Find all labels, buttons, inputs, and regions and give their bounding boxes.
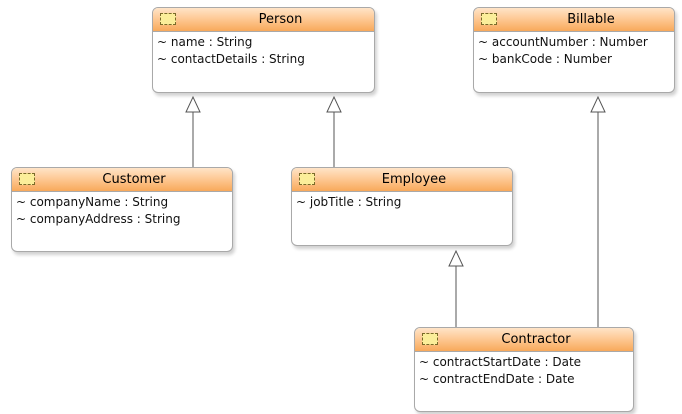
attribute: ~ jobTitle : String: [296, 195, 402, 209]
class-header: Employee: [292, 168, 512, 192]
attribute: ~ name : String: [157, 35, 253, 49]
class-icon: [299, 173, 315, 185]
attribute: ~ contractStartDate : Date: [419, 355, 582, 369]
class-contractor[interactable]: Contractor ~ contractStartDate : Date ~ …: [414, 327, 634, 412]
class-icon: [481, 13, 497, 25]
attribute-list: ~ jobTitle : String: [292, 192, 512, 211]
class-billable[interactable]: Billable ~ accountNumber : Number ~ bank…: [473, 7, 675, 93]
generalization-customer-person: [185, 95, 201, 167]
class-header: Person: [153, 8, 374, 32]
attribute-list: ~ accountNumber : Number ~ bankCode : Nu…: [474, 32, 674, 68]
attribute-list: ~ contractStartDate : Date ~ contractEnd…: [415, 352, 633, 388]
attribute: ~ companyAddress : String: [16, 212, 181, 226]
attribute: ~ accountNumber : Number: [478, 35, 648, 49]
class-name: Person: [258, 12, 303, 27]
attribute-list: ~ companyName : String ~ companyAddress …: [12, 192, 232, 228]
class-icon: [19, 173, 35, 185]
class-header: Customer: [12, 168, 232, 192]
attribute: ~ bankCode : Number: [478, 52, 612, 66]
class-header: Billable: [474, 8, 674, 32]
generalization-contractor-employee: [448, 249, 464, 327]
class-employee[interactable]: Employee ~ jobTitle : String: [291, 167, 513, 246]
generalization-contractor-billable: [590, 95, 606, 327]
class-person[interactable]: Person ~ name : String ~ contactDetails …: [152, 7, 375, 93]
class-customer[interactable]: Customer ~ companyName : String ~ compan…: [11, 167, 233, 252]
attribute-list: ~ name : String ~ contactDetails : Strin…: [153, 32, 374, 68]
class-name: Billable: [567, 12, 615, 27]
attribute: ~ contractEndDate : Date: [419, 372, 575, 386]
attribute: ~ contactDetails : String: [157, 52, 305, 66]
class-icon: [422, 333, 438, 345]
attribute: ~ companyName : String: [16, 195, 169, 209]
class-header: Contractor: [415, 328, 633, 352]
class-name: Contractor: [501, 332, 571, 347]
class-name: Customer: [102, 172, 166, 187]
generalization-employee-person: [326, 95, 342, 167]
class-icon: [160, 13, 176, 25]
class-name: Employee: [381, 172, 447, 187]
